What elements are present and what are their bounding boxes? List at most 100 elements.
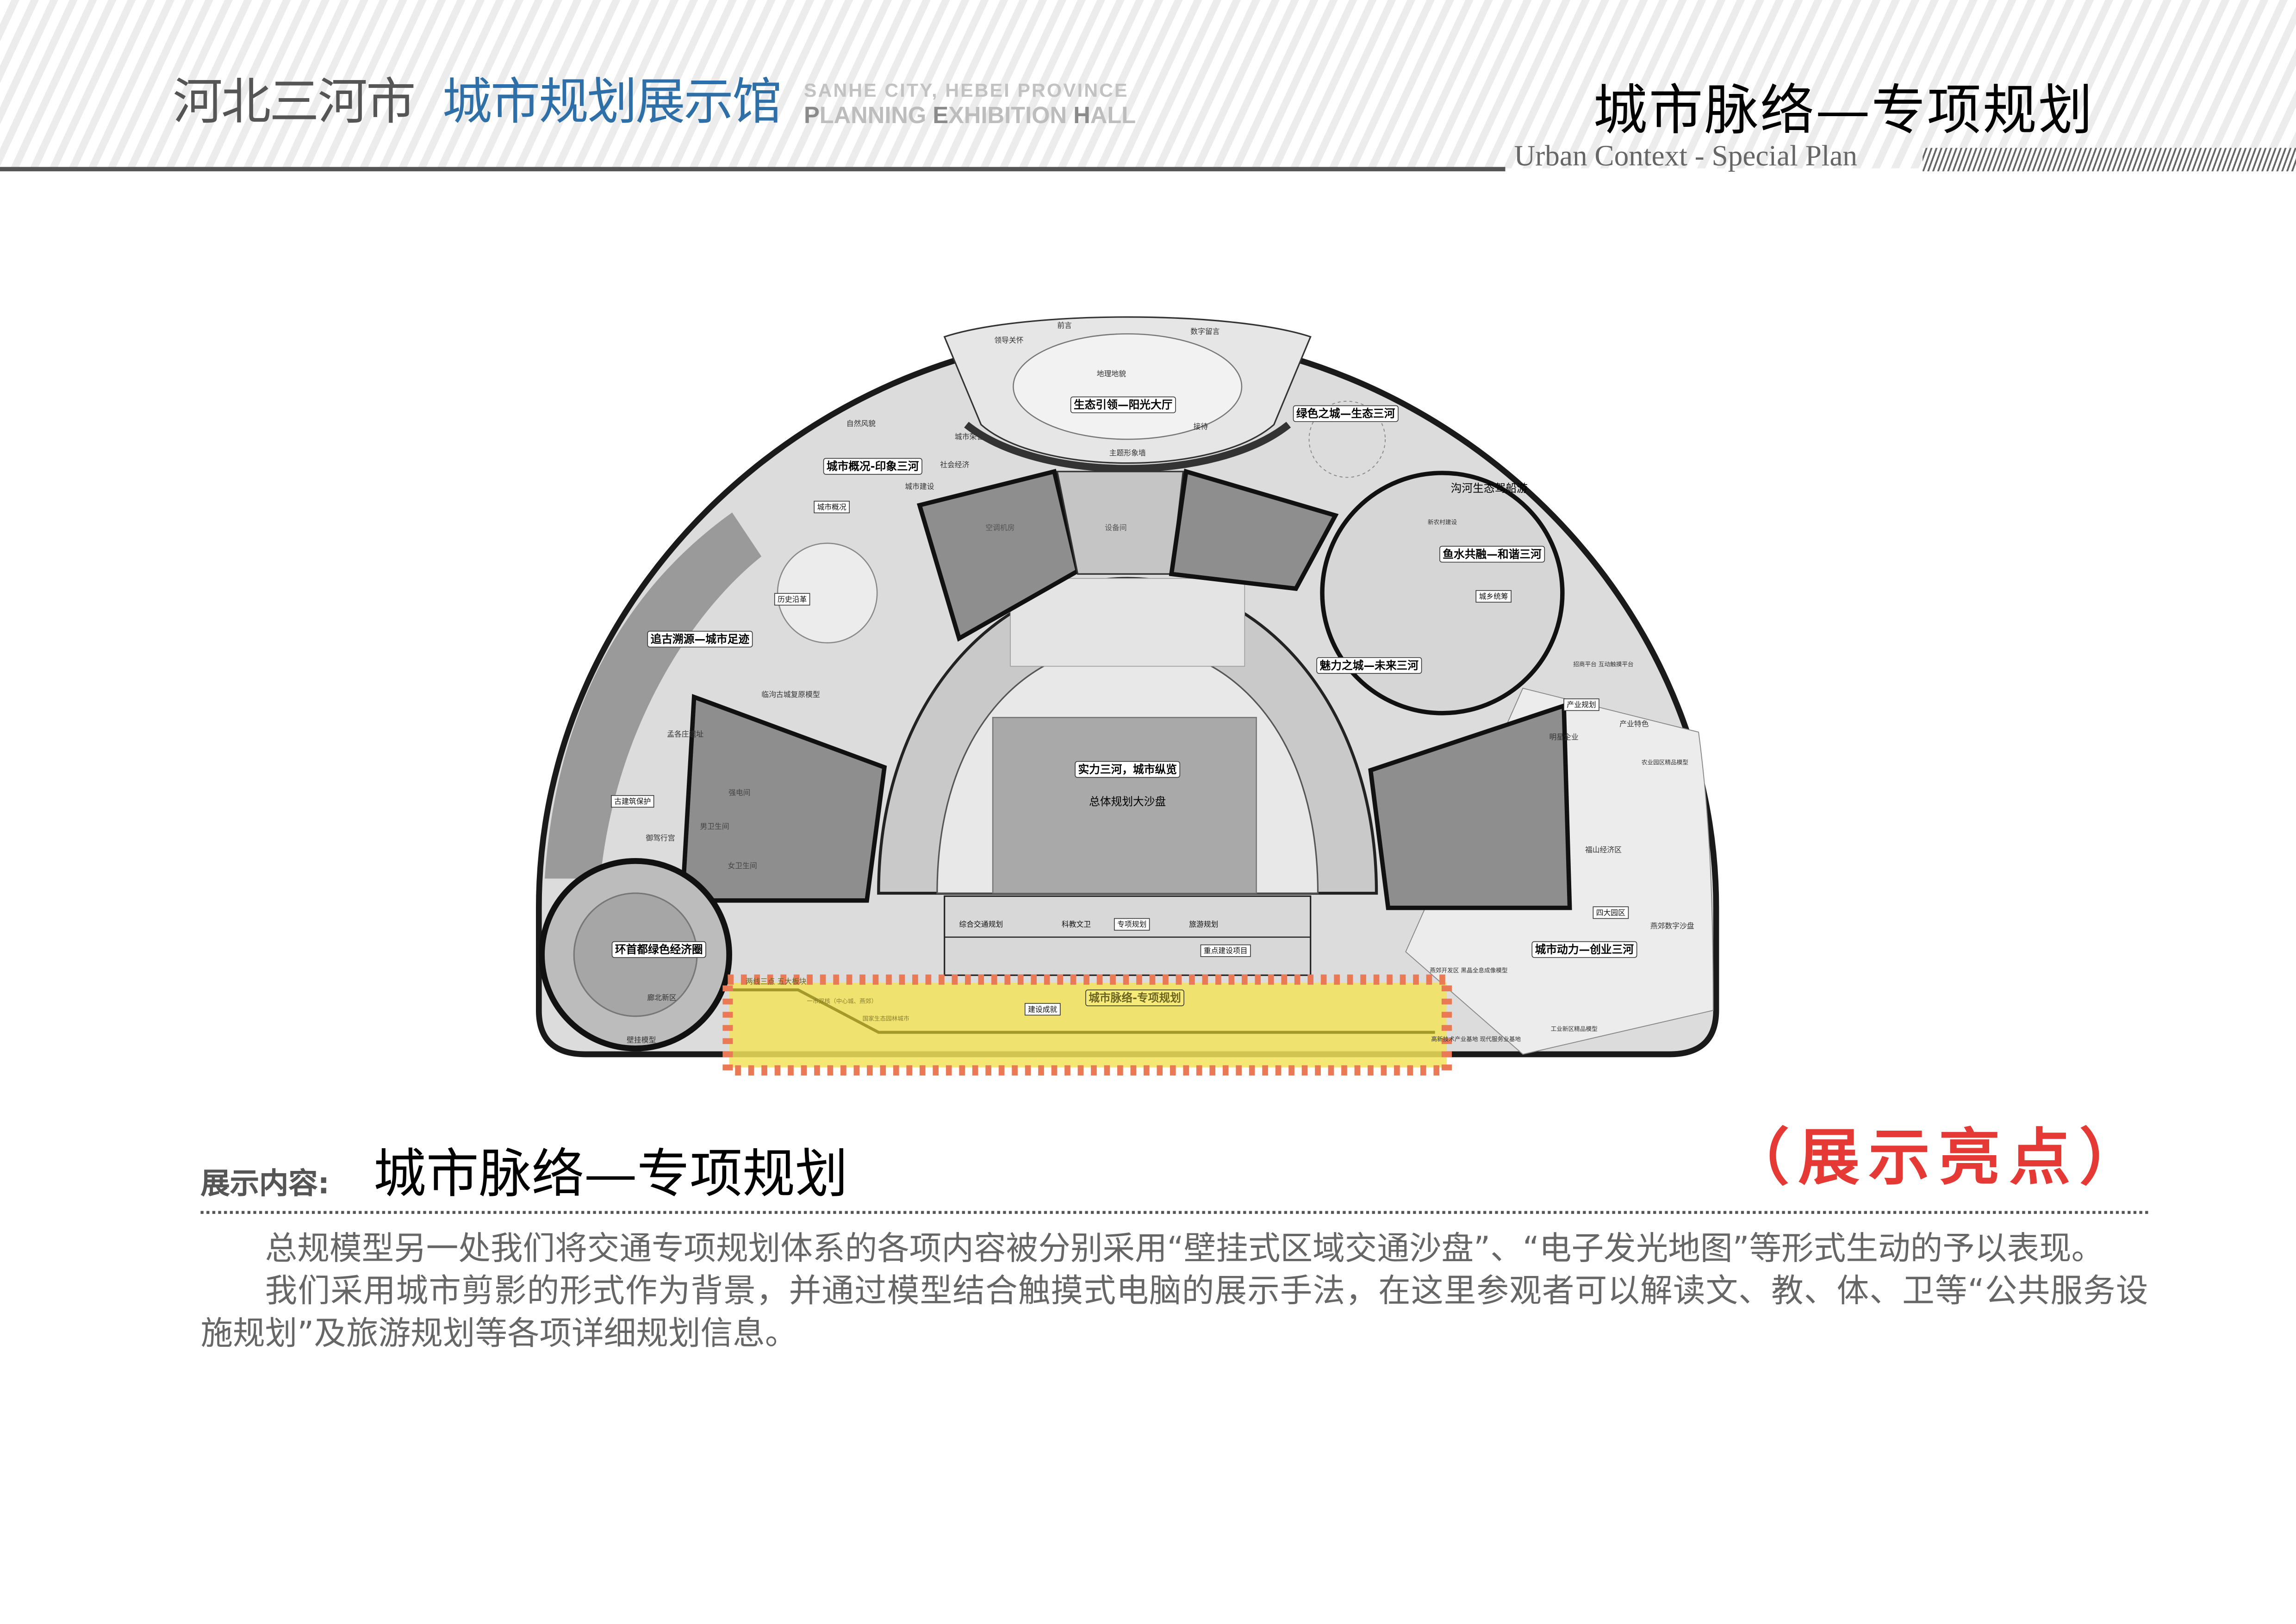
label-box — [611, 941, 706, 958]
zone-context: 城市脉络-专项规划 — [1089, 991, 1181, 1004]
label-box — [1439, 546, 1545, 563]
label: 农业园区精品模型 — [1642, 759, 1688, 766]
label-box — [1316, 657, 1422, 674]
label: 燕郊开发区 黑晶全息成像模型 — [1430, 967, 1508, 974]
label-box — [1114, 918, 1150, 931]
description: 总规模型另一处我们将交通专项规划体系的各项内容被分别采用“壁挂式区域交通沙盘”、… — [200, 1229, 2148, 1356]
highlight-border — [722, 974, 1452, 1076]
plan-labels: 前言 数字留言 领导关怀 主题形象墙 廊北新区 壁挂模型 临泃古城复原模型 孟各… — [627, 321, 1694, 1045]
content-title: 城市脉络—专项规划 — [373, 1145, 848, 1205]
left-wall-zone — [544, 512, 762, 879]
grid-area — [1010, 578, 1245, 667]
zone-boat: 沟河生态驾船游 — [1451, 482, 1528, 495]
wall-model-shape — [732, 988, 1435, 1034]
zone-green-city: 绿色之城—生态三河 — [1296, 407, 1395, 420]
zone-labels: 生态引领—阳光大厅 绿色之城—生态三河 城市概况-印象三河 追古溯源—城市足迹 … — [611, 396, 1637, 1007]
zone-history: 追古溯源—城市足迹 — [651, 633, 750, 646]
label: 社会经济 — [940, 460, 969, 469]
zone-strength: 实力三河，城市纵览 — [1078, 763, 1176, 776]
label: 御驾行宫 — [646, 834, 675, 842]
green-city-circle — [1308, 400, 1386, 478]
label-industry-plan: 产业规划 — [1567, 700, 1596, 709]
label-box — [814, 501, 850, 513]
label: 男卫生间 — [700, 822, 729, 831]
paragraph-1: 总规模型另一处我们将交通专项规划体系的各项内容被分别采用“壁挂式区域交通沙盘”、… — [265, 1231, 2104, 1268]
label-city-overview: 城市概况 — [817, 503, 846, 511]
hall-name: 城市规划展示馆 — [442, 73, 782, 132]
label: 强电间 — [728, 788, 750, 797]
label: 明星企业 — [1549, 733, 1578, 741]
label-box — [1293, 405, 1399, 422]
label: 高新技术产业基地 现代服务业基地 — [1431, 1036, 1521, 1043]
zone-power: 城市动力—创业三河 — [1535, 943, 1634, 956]
zone-green-economy: 环首都绿色经济圈 — [615, 943, 703, 956]
label-box — [647, 630, 753, 647]
label-box — [1085, 989, 1184, 1007]
label: 国家生态园林城市 — [863, 1015, 909, 1022]
label: 壁挂模型 — [627, 1036, 656, 1045]
label-science: 科教文卫 — [1062, 920, 1091, 929]
label-ancient-buildings: 古建筑保护 — [614, 797, 651, 806]
label: 地理地貌 — [1097, 369, 1126, 378]
label-box — [1070, 396, 1176, 413]
sun-hall-ellipse — [1013, 333, 1243, 440]
city-name: 河北三河市 — [173, 73, 416, 132]
exhibit-tables — [944, 895, 1312, 976]
label-box — [1531, 941, 1637, 958]
zone-future: 魅力之城—未来三河 — [1320, 659, 1419, 672]
paragraph-2: 我们采用城市剪影的形式作为背景，并通过模型结合触摸式电脑的展示手法，在这里参观者… — [200, 1274, 2148, 1353]
zone-overview: 城市概况-印象三河 — [827, 460, 919, 473]
label-box — [1475, 590, 1512, 603]
label: 数字留言 — [1190, 327, 1220, 336]
label: 前言 — [1057, 321, 1072, 330]
label-four-parks: 四大园区 — [1596, 908, 1625, 917]
header-divider — [0, 167, 1506, 172]
zone-sun-hall: 生态引领—阳光大厅 — [1074, 398, 1173, 411]
highlight-tag: （展示亮点） — [1728, 1121, 2150, 1194]
room-top-right — [1169, 468, 1339, 591]
label-box — [1593, 906, 1629, 919]
label: 自然风貌 — [846, 419, 876, 428]
sun-hall-wall — [964, 422, 1291, 473]
label-box — [1563, 698, 1599, 711]
label-box — [774, 593, 810, 606]
dotted-divider — [200, 1211, 2148, 1214]
label: 城市建设 — [905, 482, 934, 491]
label: 领导关怀 — [994, 336, 1023, 344]
label: 孟各庄遗址 — [667, 729, 703, 738]
zone-sand-table: 总体规划大沙盘 — [1089, 795, 1166, 808]
section-title: 城市脉络—专项规划 — [1593, 79, 2094, 142]
label: 女卫生间 — [728, 861, 757, 870]
subtitle-hatch — [1923, 148, 2296, 172]
label: 接待 — [1194, 422, 1208, 431]
label: 廊北新区 — [647, 993, 676, 1002]
label-box — [1200, 944, 1251, 957]
label: 临泃古城复原模型 — [761, 690, 820, 699]
zone-fish-water: 鱼水共融—和谐三河 — [1443, 548, 1542, 560]
label-tourism: 旅游规划 — [1189, 920, 1218, 929]
label-box — [1024, 1003, 1061, 1016]
section-subtitle: Urban Context - Special Plan — [1514, 140, 1858, 173]
label: 招商平台 互动触摸平台 — [1573, 661, 1633, 668]
boxed-labels: 综合交通规划 科教文卫 专项规划 旅游规划 重点建设项目 建设成就 产业规划 四… — [611, 501, 1629, 1016]
label: 新农村建设 — [1428, 519, 1457, 526]
label-key-projects: 重点建设项目 — [1204, 946, 1248, 955]
room-left — [680, 694, 887, 903]
label: 空调机房 — [985, 523, 1014, 532]
label: 福山经济区 — [1585, 845, 1622, 854]
label: 主题形象墙 — [1109, 448, 1146, 457]
english-line-2: PLANNING EXHIBITION HALL — [803, 104, 1136, 129]
label-box — [823, 458, 922, 475]
label-urban-rural: 城乡统筹 — [1479, 592, 1508, 601]
fish-water-zone — [1320, 471, 1565, 716]
sand-table — [992, 717, 1257, 894]
room-right — [1368, 703, 1572, 910]
content-label: 展示内容: — [200, 1165, 330, 1201]
label-history-evolution: 历史沿革 — [778, 595, 807, 604]
label: 产业特色 — [1619, 719, 1649, 728]
label: 燕郊数字沙盘 — [1650, 921, 1694, 930]
label: 城市荣誉 — [955, 432, 984, 441]
label-special: 专项规划 — [1117, 920, 1146, 929]
